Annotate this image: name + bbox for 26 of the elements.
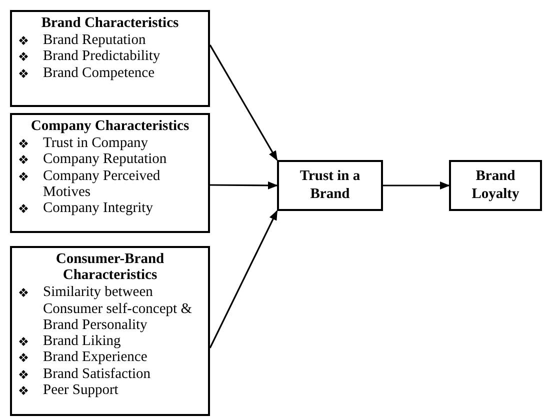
box-heading: Brand Characteristics [40, 15, 180, 32]
box-heading: Company Characteristics [30, 118, 190, 134]
factor-item: Brand Predictability [43, 48, 160, 65]
concept-box [277, 160, 383, 211]
concept-box [449, 160, 542, 211]
arrow [209, 210, 278, 348]
factor-box [10, 10, 210, 107]
factor-item: Brand Experience [43, 349, 148, 366]
factor-item: Company Integrity [43, 200, 153, 216]
factor-item: Company Reputation [43, 151, 167, 168]
arrow [209, 44, 278, 161]
factor-item: Peer Support [43, 382, 118, 398]
factor-item: Company Perceived Motives [43, 168, 162, 200]
arrow [383, 182, 450, 190]
factor-box [10, 246, 210, 416]
box-heading: Consumer-Brand Characteristics [54, 251, 166, 284]
factor-item: Trust in Company [43, 135, 148, 152]
factor-box [10, 113, 210, 233]
factor-item: Brand Competence [43, 64, 155, 81]
factor-item: Similarity between Consumer self-concept & Brand Personality [43, 284, 193, 334]
factor-item: Brand Reputation [43, 32, 146, 48]
concept-label: Brand Loyalty [470, 168, 520, 203]
factor-item: Brand Satisfaction [43, 366, 151, 382]
factor-item: Brand Liking [43, 333, 121, 350]
arrow [210, 181, 278, 190]
concept-label: Trust in a Brand [298, 168, 362, 203]
